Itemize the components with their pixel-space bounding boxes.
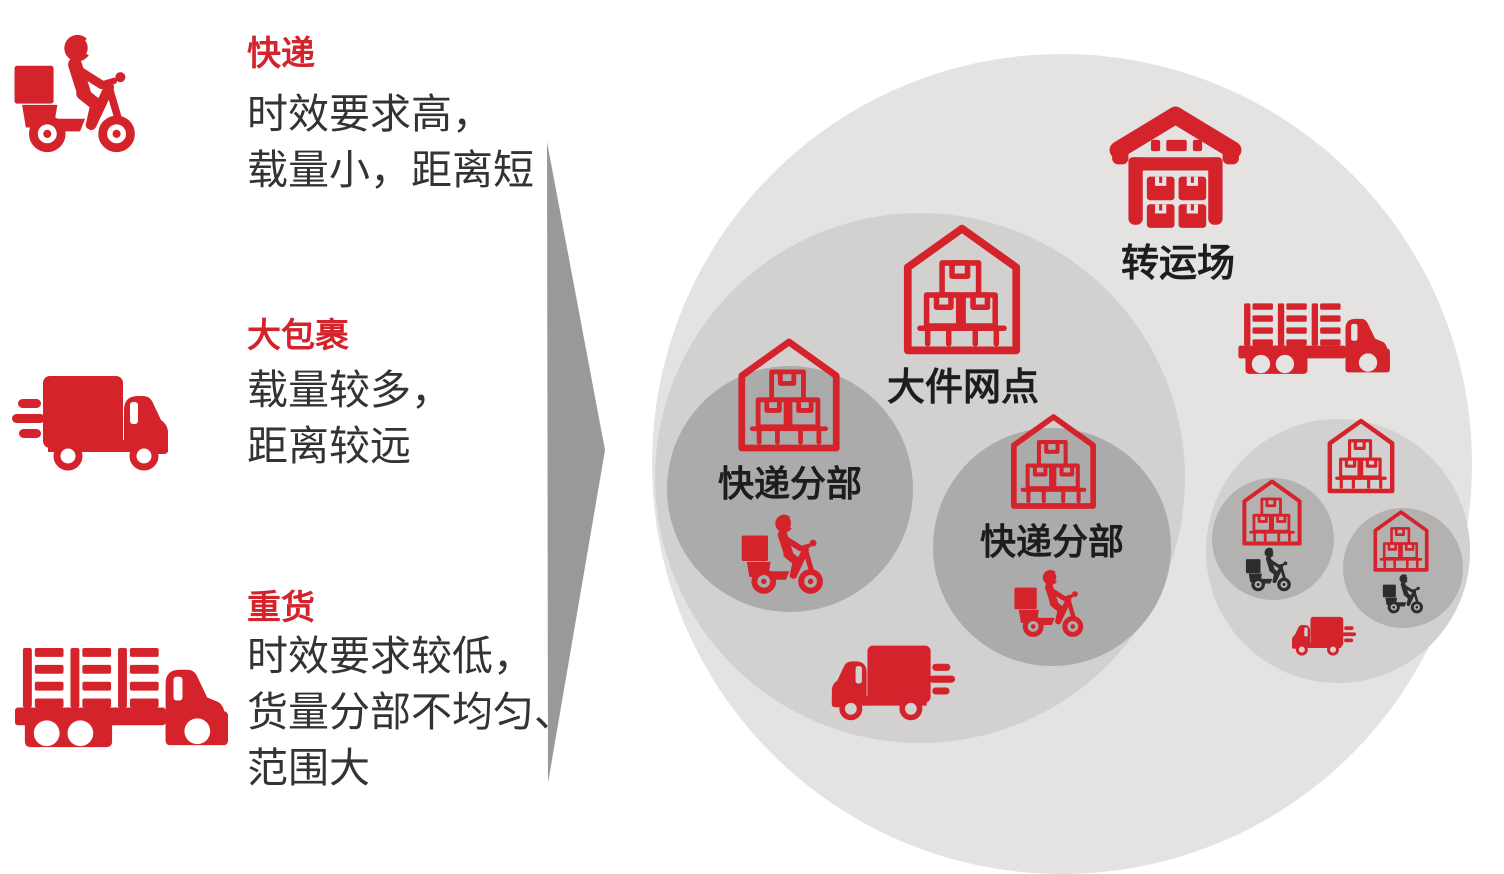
bulky-site-label: 大件网点 (886, 367, 1039, 409)
legend-title-large-parcel: 大包裹 (247, 317, 349, 355)
legend-desc-line: 货量分部不均匀、 (247, 689, 575, 735)
delivery-truck-icon (1291, 616, 1357, 657)
heavy-truck-icon (1237, 302, 1392, 383)
legend-title-express: 快递 (247, 35, 315, 73)
scooter-icon (12, 28, 138, 154)
scooter-icon (1013, 566, 1085, 638)
legend-desc-large-parcel: 载量较多， 距离较远 (247, 362, 452, 474)
warehouse-outline-icon (1009, 412, 1098, 511)
warehouse-outline-icon (736, 336, 842, 454)
legend-desc-express: 时效要求高， 载量小，距离短 (247, 86, 534, 198)
legend-title-heavy-cargo: 重货 (247, 589, 315, 627)
warehouse-outline-icon (1372, 509, 1430, 573)
legend-desc-line: 距离较远 (247, 423, 411, 469)
warehouse-outline-icon (901, 222, 1023, 357)
express-branch-left-label: 快递分部 (717, 463, 862, 504)
heavy-truck-icon (13, 646, 231, 760)
scooter-icon (1245, 545, 1292, 592)
legend-desc-heavy-cargo: 时效要求较低， 货量分部不均匀、 范围大 (247, 628, 575, 796)
legend-desc-line: 时效要求较低， (247, 633, 534, 679)
arrow-right-icon (547, 142, 605, 783)
scooter-icon (1382, 572, 1424, 614)
transfer-station-label: 转运场 (1120, 243, 1235, 285)
delivery-truck-icon (830, 644, 957, 723)
delivery-truck-icon (10, 374, 170, 474)
warehouse-outline-icon (1241, 478, 1303, 547)
legend-desc-line: 载量较多， (247, 367, 452, 413)
warehouse-solid-icon (1108, 106, 1243, 231)
scooter-icon (740, 510, 825, 595)
express-branch-center-label: 快递分部 (979, 521, 1124, 562)
legend-desc-line: 范围大 (247, 745, 370, 791)
warehouse-outline-icon (1326, 417, 1396, 495)
legend-desc-line: 时效要求高， (247, 91, 493, 137)
legend-desc-line: 载量小，距离短 (247, 147, 534, 193)
